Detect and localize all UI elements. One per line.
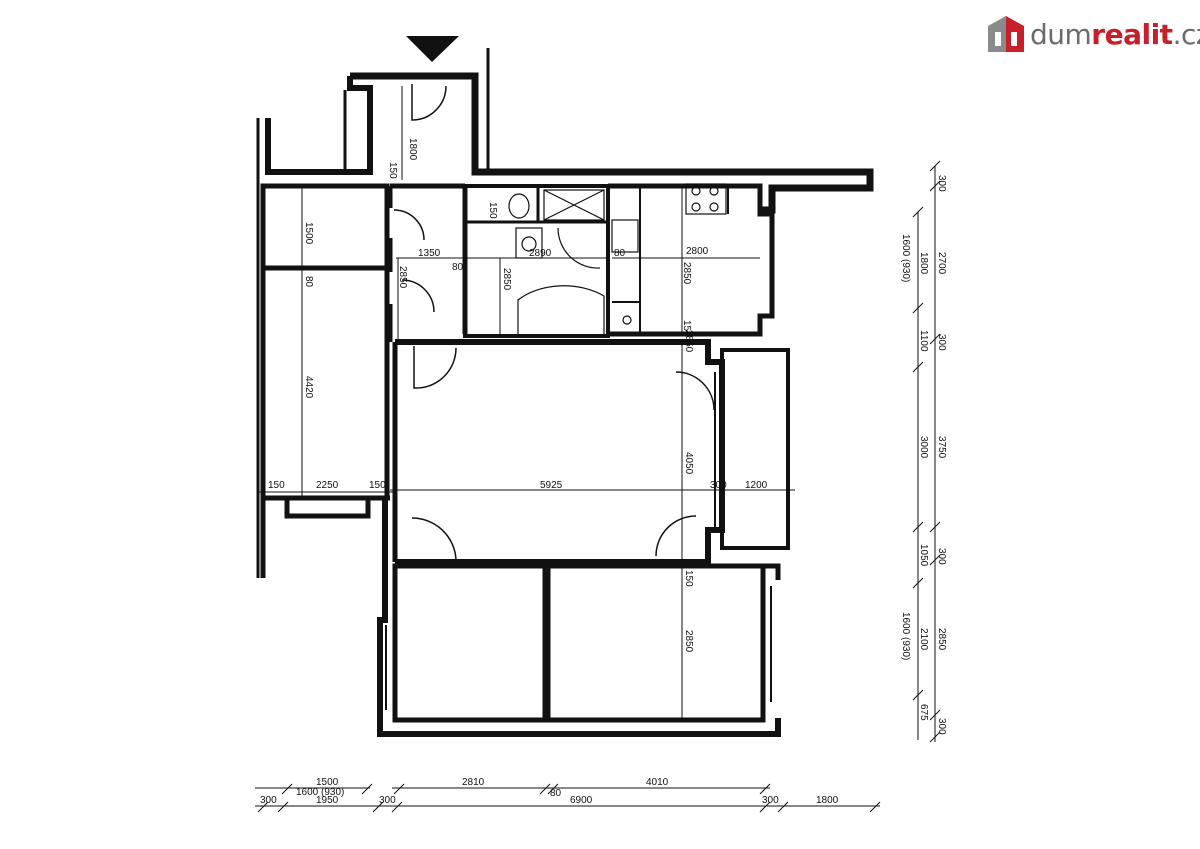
- house-logo-icon: [988, 16, 1024, 52]
- svg-text:1500: 1500: [303, 222, 314, 245]
- svg-text:1200: 1200: [745, 480, 768, 491]
- svg-text:2850: 2850: [397, 266, 408, 289]
- svg-text:5925: 5925: [540, 480, 563, 491]
- dumrealit-logo: dumrealit.cz: [986, 12, 1200, 56]
- svg-text:300: 300: [762, 795, 779, 806]
- svg-text:2850: 2850: [683, 330, 694, 353]
- svg-text:150: 150: [683, 570, 694, 587]
- svg-text:2250: 2250: [316, 480, 339, 491]
- svg-text:150: 150: [387, 162, 398, 179]
- fixtures: [508, 183, 727, 334]
- svg-text:2850: 2850: [501, 268, 512, 291]
- svg-text:300: 300: [936, 175, 947, 192]
- dimension-labels: 1800 150 1500 150 1350 80 2850 2850 2890…: [260, 138, 947, 806]
- svg-text:1800: 1800: [816, 795, 839, 806]
- svg-text:1050: 1050: [918, 544, 929, 567]
- svg-text:300: 300: [260, 795, 277, 806]
- svg-text:150: 150: [681, 320, 692, 337]
- svg-text:80: 80: [614, 248, 626, 259]
- dimension-lines: [255, 86, 941, 813]
- svg-text:2850: 2850: [936, 628, 947, 651]
- svg-text:2850: 2850: [681, 262, 692, 285]
- svg-text:2810: 2810: [462, 777, 485, 788]
- svg-text:150: 150: [369, 480, 386, 491]
- svg-text:3000: 3000: [918, 436, 929, 459]
- svg-text:2700: 2700: [936, 252, 947, 275]
- svg-text:300: 300: [710, 480, 727, 491]
- svg-text:1800: 1800: [918, 252, 929, 275]
- svg-text:4420: 4420: [303, 376, 314, 399]
- stove-icon: [611, 219, 639, 253]
- svg-text:150: 150: [268, 480, 285, 491]
- svg-text:2100: 2100: [918, 628, 929, 651]
- drain-icon: [622, 315, 632, 325]
- svg-text:300: 300: [936, 718, 947, 735]
- svg-text:1800: 1800: [407, 138, 418, 161]
- svg-text:1950: 1950: [316, 795, 339, 806]
- svg-text:1500: 1500: [316, 777, 339, 788]
- svg-text:1100: 1100: [918, 330, 929, 352]
- svg-text:1600 (930): 1600 (930): [900, 234, 911, 282]
- walls: [256, 48, 874, 737]
- svg-text:300: 300: [936, 548, 947, 565]
- svg-text:6900: 6900: [570, 795, 593, 806]
- svg-text:80: 80: [452, 262, 464, 273]
- svg-text:4010: 4010: [646, 777, 669, 788]
- svg-text:80: 80: [550, 788, 562, 799]
- svg-text:300: 300: [379, 795, 396, 806]
- svg-text:2850: 2850: [683, 630, 694, 653]
- svg-text:2890: 2890: [529, 248, 552, 259]
- doors: [393, 84, 715, 561]
- svg-text:80: 80: [303, 276, 314, 288]
- svg-text:1600 (930): 1600 (930): [900, 612, 911, 660]
- svg-text:300: 300: [936, 334, 947, 351]
- svg-text:675: 675: [918, 704, 929, 721]
- logo-text: dumrealit.cz: [1030, 18, 1200, 51]
- svg-text:150: 150: [487, 202, 498, 219]
- svg-text:1350: 1350: [418, 248, 441, 259]
- svg-text:2800: 2800: [686, 246, 709, 257]
- toilet-icon: [508, 193, 530, 219]
- entrance-marker-icon: [406, 36, 459, 62]
- sink-icon: [521, 236, 537, 252]
- svg-text:4050: 4050: [683, 452, 694, 475]
- svg-text:3750: 3750: [936, 436, 947, 459]
- svg-text:1600 (930): 1600 (930): [296, 787, 344, 798]
